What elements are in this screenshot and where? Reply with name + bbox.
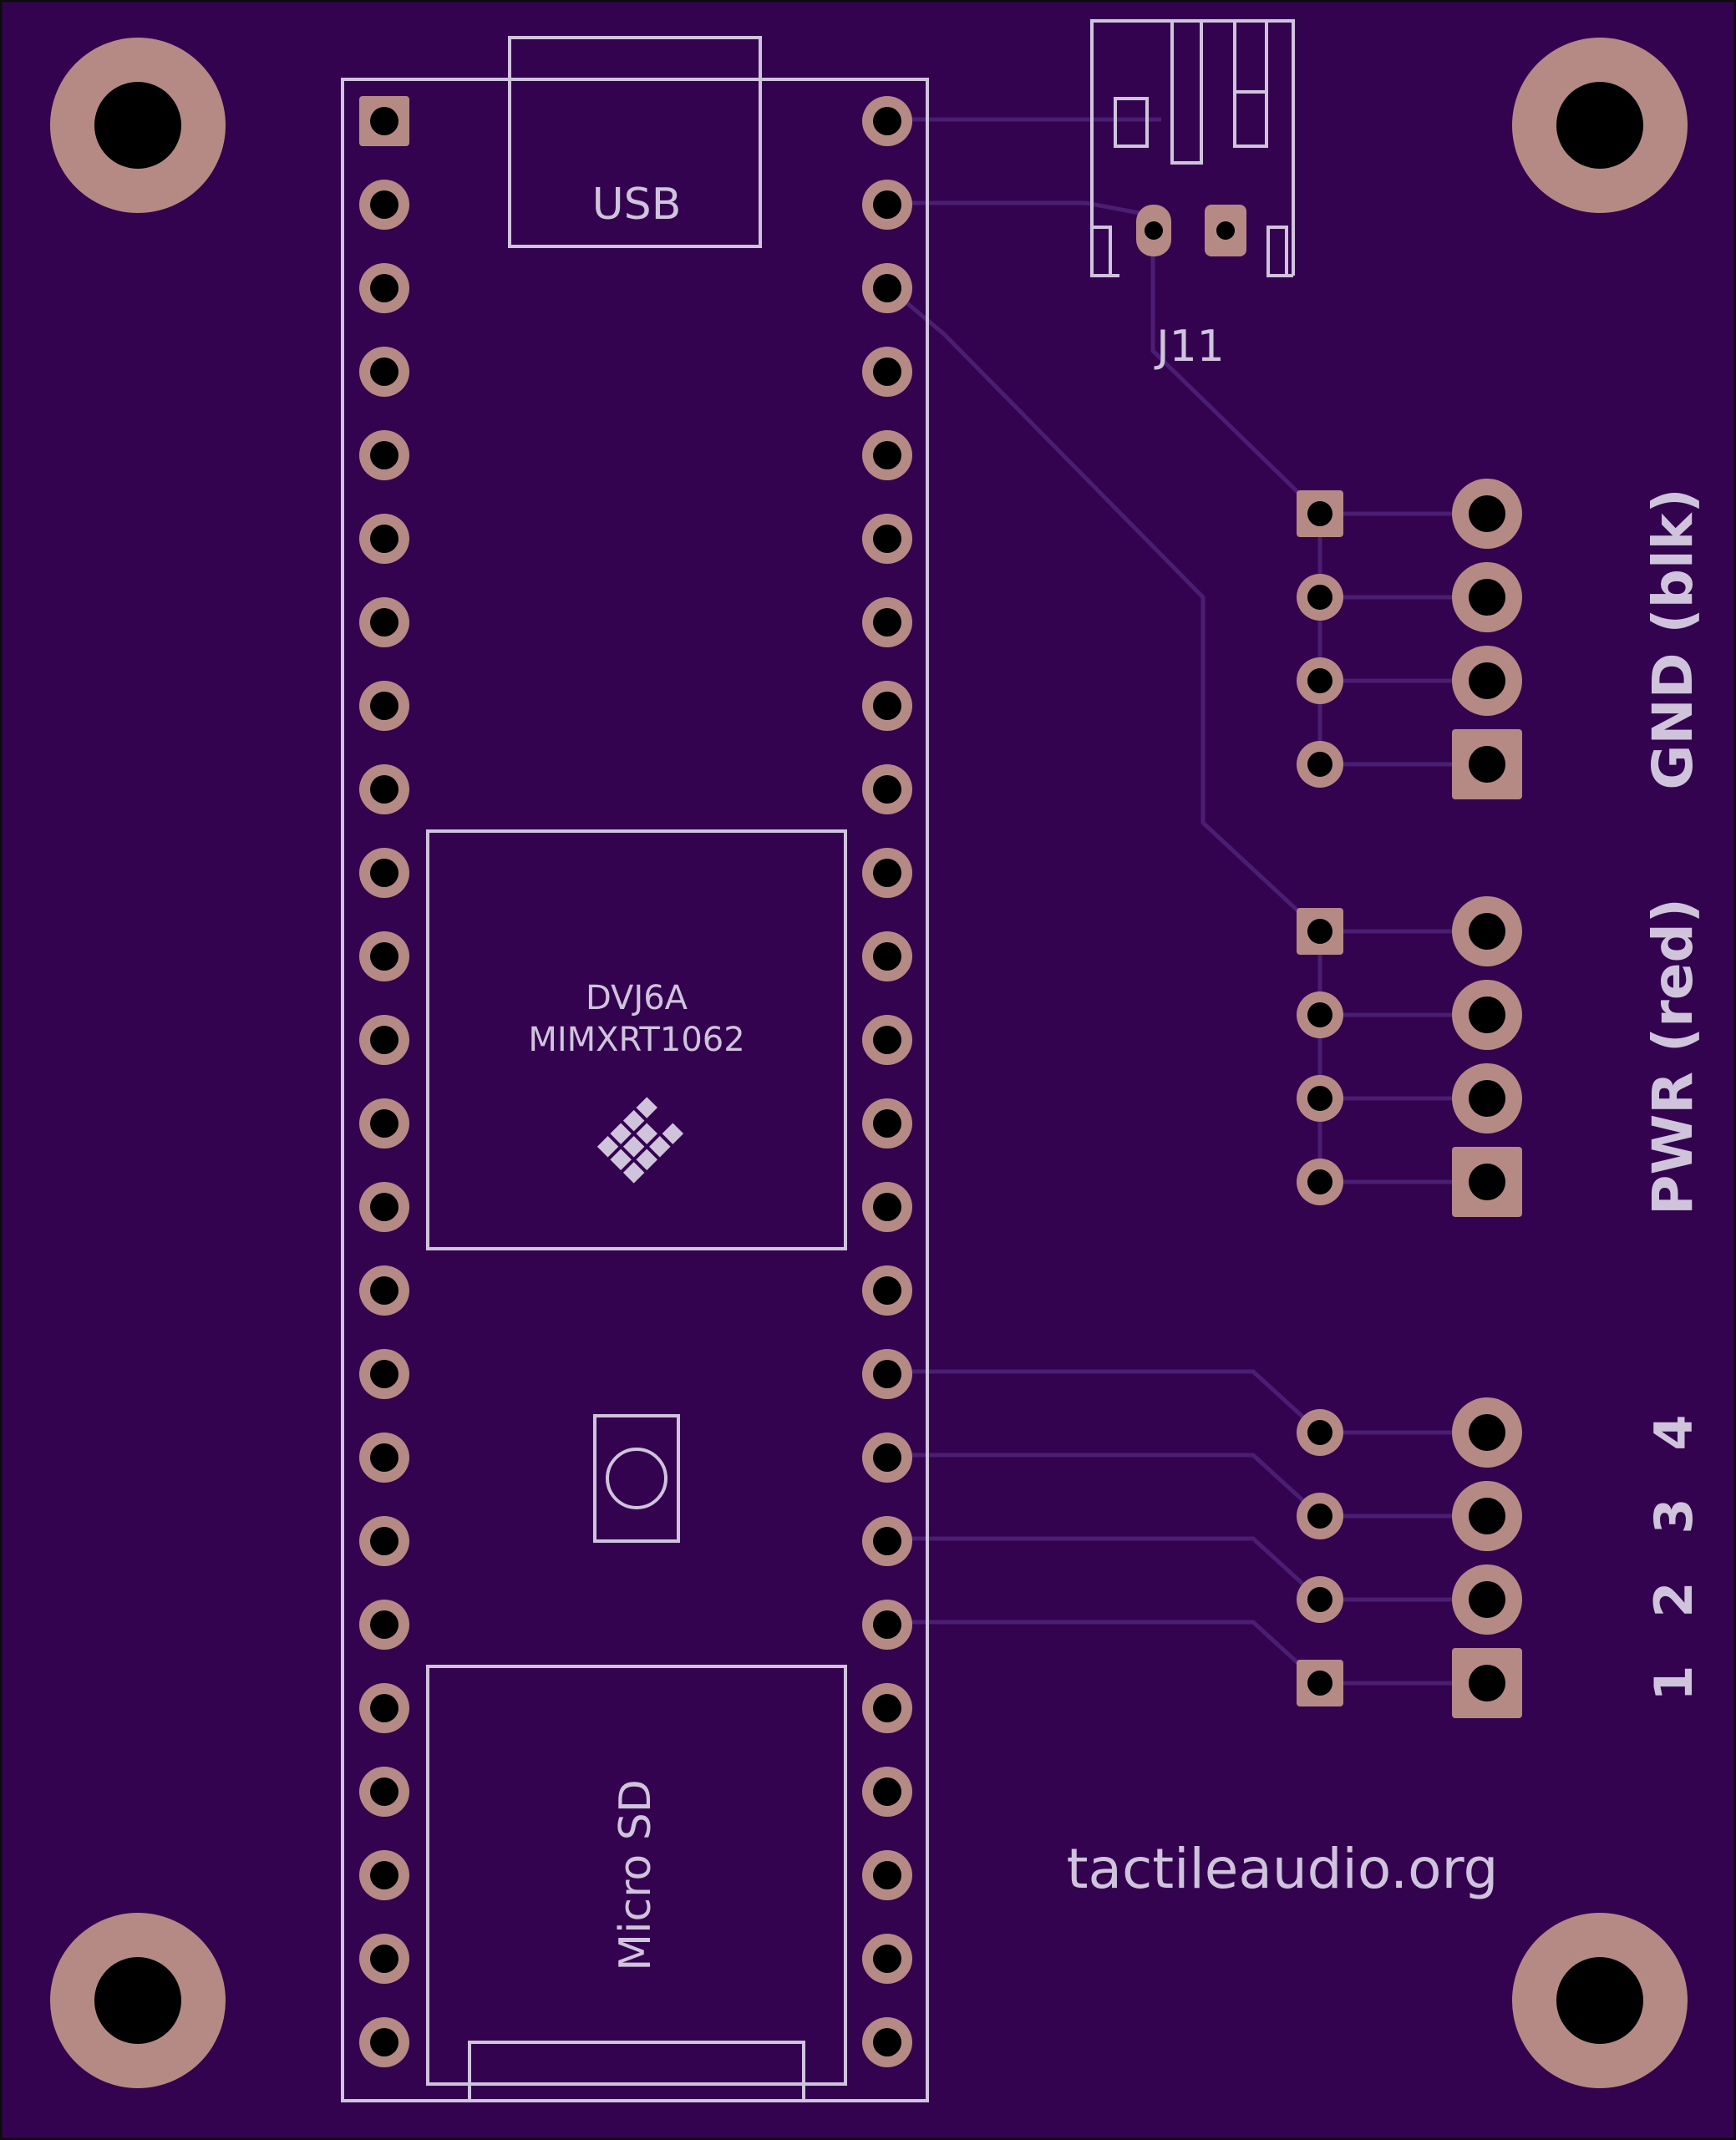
teensy-pin-right-17: [862, 1433, 912, 1483]
teensy-pin-right-6: [862, 514, 912, 564]
channel-number-2: 2: [1643, 1581, 1704, 1617]
teensy-pin-left-11: [359, 931, 409, 981]
teensy-pin-left-23: [359, 1934, 409, 1984]
teensy-pin-left-10: [359, 848, 409, 898]
teensy-pin-right-5: [862, 430, 912, 480]
sd-slot-outline: [468, 2041, 805, 2102]
header-signal-large-pad-4: [1452, 1648, 1522, 1718]
teensy-pin-left-7: [359, 597, 409, 647]
header-pwr-large-pad-2: [1452, 980, 1522, 1050]
usb-label: USB: [592, 180, 682, 230]
teensy-pin-right-22: [862, 1850, 912, 1900]
header-gnd-large-pad-1: [1452, 479, 1522, 549]
header-signal-large-pad-2: [1452, 1481, 1522, 1551]
teensy-pin-right-2: [862, 180, 912, 230]
header-gnd-large-pad-2: [1452, 562, 1522, 632]
header-signal-small-pad-2: [1297, 1493, 1343, 1539]
teensy-pin-right-4: [862, 347, 912, 397]
header-signal-small-pad-1: [1297, 1409, 1343, 1456]
teensy-footprint: [341, 36, 929, 2102]
header-gnd-small-pad-3: [1297, 657, 1343, 704]
chip-label-line1: DVJ6A: [586, 979, 688, 1017]
header-gnd-large-pad-4: [1452, 729, 1522, 799]
teensy-pin-right-15: [862, 1265, 912, 1316]
teensy-pin-left-6: [359, 514, 409, 564]
website-label: tactileaudio.org: [1067, 1837, 1499, 1901]
teensy-pin-rows: [359, 96, 912, 2067]
teensy-pin-right-23: [862, 1934, 912, 1984]
teensy-pin-right-18: [862, 1516, 912, 1566]
teensy-pin-right-3: [862, 263, 912, 313]
header-signal-small-pad-3: [1297, 1576, 1343, 1623]
header-pad-groups: [1297, 479, 1522, 1718]
channel-number-4: 4: [1643, 1414, 1704, 1450]
sd-card-outline: [426, 1665, 847, 2086]
teensy-pin-right-1: [862, 96, 912, 146]
header-pwr-small-pad-2: [1297, 991, 1343, 1038]
usb-connector-outline: [508, 36, 762, 248]
teensy-pin-right-21: [862, 1767, 912, 1817]
channel-number-1: 1: [1643, 1665, 1704, 1701]
teensy-pin-right-8: [862, 681, 912, 731]
teensy-pin-right-16: [862, 1349, 912, 1399]
header-gnd-small-pad-4: [1297, 741, 1343, 788]
teensy-pin-left-5: [359, 430, 409, 480]
teensy-pin-right-13: [862, 1098, 912, 1149]
chip-label-line2: MIMXRT1062: [528, 1021, 744, 1059]
teensy-pin-right-7: [862, 597, 912, 647]
header-gnd-small-pad-1: [1297, 490, 1343, 537]
header-pwr-small-pad-4: [1297, 1159, 1343, 1205]
header-gnd-large-pad-3: [1452, 646, 1522, 716]
teensy-pin-right-10: [862, 848, 912, 898]
header-pwr-large-pad-3: [1452, 1063, 1522, 1133]
header-pwr-large-pad-1: [1452, 896, 1522, 966]
teensy-pin-left-9: [359, 764, 409, 814]
teensy-pin-left-13: [359, 1098, 409, 1149]
teensy-pin-right-12: [862, 1015, 912, 1065]
teensy-pin-left-16: [359, 1349, 409, 1399]
teensy-pin-left-24: [359, 2017, 409, 2067]
teensy-pin-left-8: [359, 681, 409, 731]
j11-label: J11: [1154, 322, 1225, 372]
teensy-pin-left-1: [359, 96, 409, 146]
teensy-pin-left-14: [359, 1182, 409, 1232]
teensy-pin-right-20: [862, 1683, 912, 1733]
gnd-label: GND (blk): [1641, 488, 1705, 789]
header-pwr-small-pad-1: [1297, 908, 1343, 955]
j11-connector: [1090, 19, 1295, 277]
program-button-outline: [593, 1414, 680, 1543]
pwr-label: PWR (red): [1641, 898, 1705, 1215]
teensy-pin-right-11: [862, 931, 912, 981]
teensy-pin-left-20: [359, 1683, 409, 1733]
teensy-pin-right-19: [862, 1600, 912, 1650]
header-signal-large-pad-3: [1452, 1564, 1522, 1635]
teensy-pin-left-12: [359, 1015, 409, 1065]
header-gnd-small-pad-2: [1297, 574, 1343, 621]
teensy-pin-left-18: [359, 1516, 409, 1566]
header-pwr-small-pad-3: [1297, 1075, 1343, 1122]
teensy-pin-right-9: [862, 764, 912, 814]
header-signal-small-pad-4: [1297, 1660, 1343, 1706]
teensy-pin-left-15: [359, 1265, 409, 1316]
teensy-pin-left-2: [359, 180, 409, 230]
teensy-pin-left-4: [359, 347, 409, 397]
sd-label: Micro SD: [611, 1779, 661, 1971]
chip-outline: [426, 829, 847, 1250]
program-button-icon: [606, 1448, 667, 1509]
teensy-pin-left-3: [359, 263, 409, 313]
mounting-holes: [50, 38, 1688, 2088]
header-signal-large-pad-1: [1452, 1397, 1522, 1468]
teensy-pin-left-17: [359, 1433, 409, 1483]
teensy-pin-left-22: [359, 1850, 409, 1900]
header-pwr-large-pad-4: [1452, 1147, 1522, 1217]
teensy-pin-left-19: [359, 1600, 409, 1650]
teensy-pin-right-14: [862, 1182, 912, 1232]
channel-number-3: 3: [1643, 1498, 1704, 1534]
teensy-pin-left-21: [359, 1767, 409, 1817]
teensy-pin-right-24: [862, 2017, 912, 2067]
